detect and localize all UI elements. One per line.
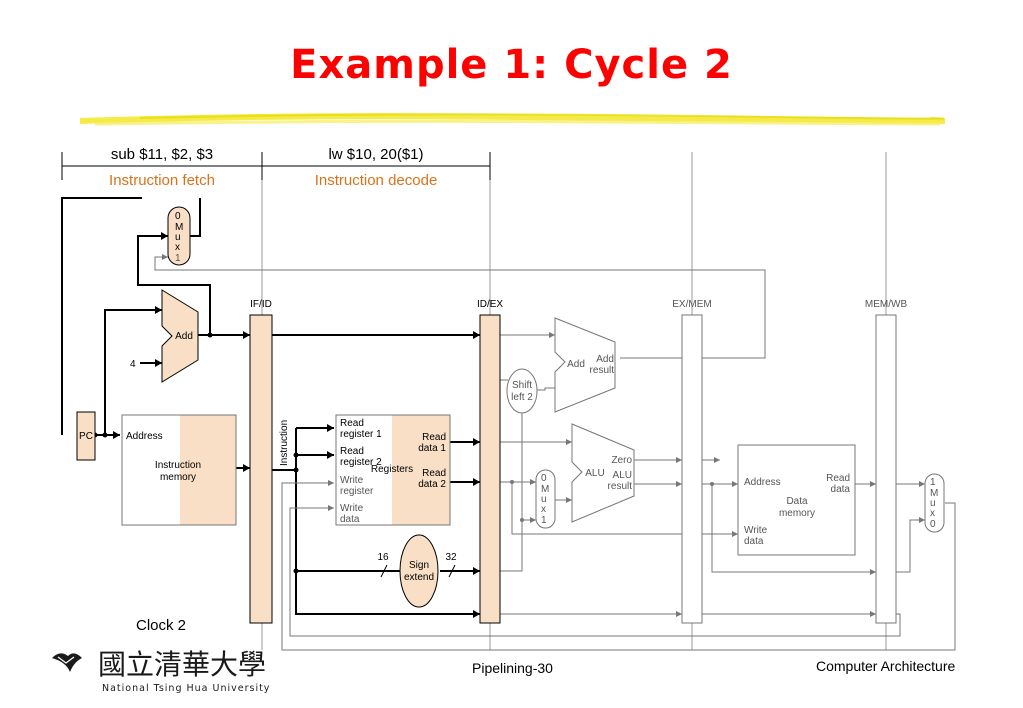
course-name: Computer Architecture xyxy=(816,658,956,674)
svg-text:left 2: left 2 xyxy=(511,392,533,403)
svg-text:register 2: register 2 xyxy=(340,457,382,468)
svg-text:1: 1 xyxy=(930,477,936,488)
svg-text:u: u xyxy=(930,498,936,509)
svg-text:M: M xyxy=(541,484,549,495)
svg-text:M: M xyxy=(930,488,938,499)
svg-text:M: M xyxy=(175,222,183,233)
decode-stage-label: Instruction decode xyxy=(315,172,438,189)
svg-text:x: x xyxy=(930,508,935,519)
svg-text:國立清華大學: 國立清華大學 xyxy=(98,648,266,681)
svg-text:Sign: Sign xyxy=(409,560,429,571)
program-counter: PC xyxy=(76,411,96,461)
idex-register xyxy=(479,314,501,624)
svg-text:0: 0 xyxy=(175,211,181,222)
svg-text:data: data xyxy=(744,536,764,547)
slide-title: Example 1: Cycle 2 xyxy=(290,42,733,88)
fetch-stage-label: Instruction fetch xyxy=(109,172,215,189)
svg-text:1: 1 xyxy=(541,515,547,526)
page-number: Pipelining-30 xyxy=(472,660,553,676)
arrowheads xyxy=(113,232,480,618)
svg-text:Write: Write xyxy=(340,475,364,486)
svg-text:Add: Add xyxy=(567,359,585,370)
pc-source-mux: 0 M u x 1 xyxy=(167,206,191,266)
reg-label-idex: ID/EX xyxy=(477,299,503,310)
svg-text:32: 32 xyxy=(445,552,457,563)
svg-text:data: data xyxy=(340,514,360,525)
fetch-instruction: sub $11, $2, $3 xyxy=(111,146,213,163)
svg-text:x: x xyxy=(541,504,546,515)
svg-text:Instruction: Instruction xyxy=(155,460,201,471)
svg-text:Read: Read xyxy=(826,473,850,484)
svg-text:Add: Add xyxy=(596,354,614,365)
svg-text:16: 16 xyxy=(377,552,389,563)
svg-text:extend: extend xyxy=(404,572,434,583)
alu-src-mux: 0 M u x 1 xyxy=(535,469,556,529)
svg-text:register 1: register 1 xyxy=(340,429,382,440)
reg-label-exmem: EX/MEM xyxy=(672,299,711,310)
shift-left-2: Shift left 2 xyxy=(506,368,538,414)
clock-label: Clock 2 xyxy=(136,617,186,634)
svg-text:Zero: Zero xyxy=(611,455,632,466)
svg-text:result: result xyxy=(608,481,633,492)
register-file: Read register 1 Read register 2 Write re… xyxy=(335,414,451,526)
svg-text:Read: Read xyxy=(422,468,446,479)
writeback-mux: 1 M u x 0 xyxy=(924,473,945,533)
university-logo: 國立清華大學 National Tsing Hua University xyxy=(52,648,270,694)
svg-text:Address: Address xyxy=(126,431,163,442)
svg-text:Write: Write xyxy=(744,525,768,536)
exmem-register xyxy=(681,314,703,624)
svg-text:PC: PC xyxy=(79,431,93,442)
svg-text:National Tsing Hua University: National Tsing Hua University xyxy=(102,683,270,694)
instruction-memory: Address Instruction memory xyxy=(121,414,237,526)
svg-text:register: register xyxy=(340,486,374,497)
memwb-register xyxy=(875,314,897,624)
svg-text:1: 1 xyxy=(175,253,181,264)
svg-text:u: u xyxy=(175,232,181,243)
branch-adder: Add Add result xyxy=(554,317,616,413)
svg-text:data: data xyxy=(831,484,851,495)
svg-text:Data: Data xyxy=(786,496,808,507)
svg-text:Read: Read xyxy=(340,418,364,429)
constant-four: 4 xyxy=(130,359,136,370)
alu: ALU Zero ALU result xyxy=(571,423,635,523)
svg-text:Read: Read xyxy=(422,432,446,443)
svg-text:ALU: ALU xyxy=(613,470,632,481)
instruction-label: Instruction xyxy=(279,420,290,466)
data-memory: Address Read data Data memory Write data xyxy=(737,444,856,556)
svg-text:memory: memory xyxy=(160,472,196,483)
pc-adder: Add xyxy=(161,289,199,383)
svg-text:Add: Add xyxy=(175,331,193,342)
svg-text:ALU: ALU xyxy=(585,468,604,479)
svg-text:u: u xyxy=(541,494,547,505)
svg-text:Registers: Registers xyxy=(371,464,413,475)
svg-text:result: result xyxy=(590,365,615,376)
svg-text:data 1: data 1 xyxy=(418,443,446,454)
reg-label-memwb: MEM/WB xyxy=(865,299,908,310)
svg-text:Shift: Shift xyxy=(512,380,532,391)
title-underline xyxy=(79,113,946,126)
decode-instruction: lw $10, 20($1) xyxy=(328,146,423,163)
arrowheads-grey xyxy=(162,254,925,617)
stage-brackets xyxy=(61,152,491,180)
svg-text:memory: memory xyxy=(779,508,815,519)
svg-text:0: 0 xyxy=(541,473,547,484)
svg-text:data 2: data 2 xyxy=(418,479,446,490)
svg-text:0: 0 xyxy=(930,519,936,530)
ifid-register xyxy=(249,314,273,624)
svg-text:Address: Address xyxy=(744,477,781,488)
svg-text:Write: Write xyxy=(340,503,364,514)
svg-text:x: x xyxy=(175,242,180,253)
svg-text:Read: Read xyxy=(340,446,364,457)
reg-label-ifid: IF/ID xyxy=(250,299,272,310)
sign-extend: Sign extend 16 32 xyxy=(377,534,457,608)
